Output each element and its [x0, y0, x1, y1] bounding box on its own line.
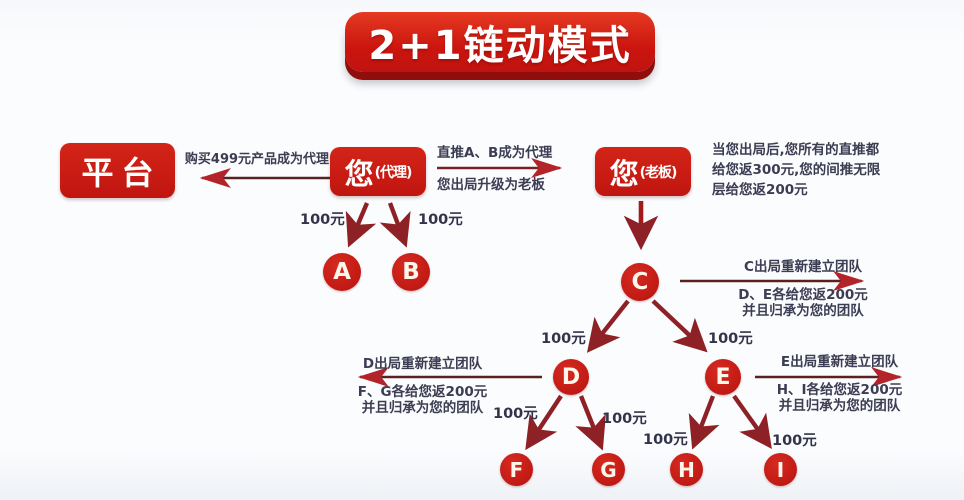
note-d-top: D出局重新建立团队 — [362, 356, 483, 372]
arrow-c-to-e — [651, 299, 708, 353]
fee-label-ce: 100元 — [708, 331, 753, 347]
node-you-agent: 您(代理) — [330, 147, 426, 196]
node-circle-d: D — [553, 359, 589, 395]
arrow-d-to-g — [575, 395, 606, 451]
node-platform-label: 平台 — [81, 153, 162, 192]
node-circle-e: E — [705, 359, 741, 395]
note-boss-line3: 层给您返200元 — [712, 182, 808, 198]
note-promote-top: 直推A、B成为代理 — [437, 145, 553, 161]
node-you-boss: 您(老板) — [595, 147, 691, 196]
node-circle-g: G — [592, 453, 625, 486]
node-you-boss-sub: (老板) — [639, 164, 678, 181]
fee-label-ei: 100元 — [772, 433, 817, 449]
node-circle-c: C — [621, 263, 659, 301]
fee-label-df: 100元 — [493, 406, 538, 422]
fee-label-a: 100元 — [300, 212, 345, 228]
note-e-top: E出局重新建立团队 — [780, 354, 899, 370]
note-e-line2: 并且归承为您的团队 — [778, 398, 901, 414]
note-d-line2: 并且归承为您的团队 — [361, 400, 484, 416]
fee-label-b: 100元 — [418, 212, 463, 228]
node-circle-h: H — [670, 453, 703, 486]
note-boss-line2: 给您返300元,您的间推无限 — [712, 162, 881, 178]
arrow-e-to-h — [688, 395, 720, 450]
node-you-agent-sub: (代理) — [374, 164, 413, 181]
page-title: 2+1链动模式 — [368, 23, 632, 69]
node-you-agent-main: 您 — [344, 156, 374, 191]
note-buy: 购买499元产品成为代理 — [184, 152, 330, 167]
arrow-agent-to-b — [379, 202, 411, 248]
arrow-agent-to-a — [345, 202, 377, 248]
fee-label-cd: 100元 — [541, 331, 586, 347]
node-circle-b: B — [392, 253, 430, 291]
fee-label-eh: 100元 — [643, 432, 688, 448]
node-circle-f: F — [500, 453, 533, 486]
title-banner: 2+1链动模式 — [345, 12, 655, 72]
note-d-line1: F、G各给您返200元 — [357, 384, 488, 400]
note-c-line1: D、E各给您返200元 — [738, 287, 868, 303]
note-e-line1: H、I各给您返200元 — [776, 382, 903, 398]
note-c-top: C出局重新建立团队 — [744, 259, 862, 275]
arrow-e-to-i — [732, 394, 772, 450]
note-boss-line1: 当您出局后,您所有的直推都 — [712, 142, 880, 158]
fee-label-dg: 100元 — [602, 411, 647, 427]
node-circle-a: A — [323, 253, 361, 291]
node-you-boss-main: 您 — [609, 156, 639, 191]
node-platform: 平台 — [60, 143, 175, 198]
note-promote-bottom: 您出局升级为老板 — [437, 177, 545, 193]
node-circle-i: I — [764, 453, 797, 486]
note-c-line2: 并且归承为您的团队 — [742, 303, 864, 319]
arrow-c-to-d — [586, 299, 630, 353]
